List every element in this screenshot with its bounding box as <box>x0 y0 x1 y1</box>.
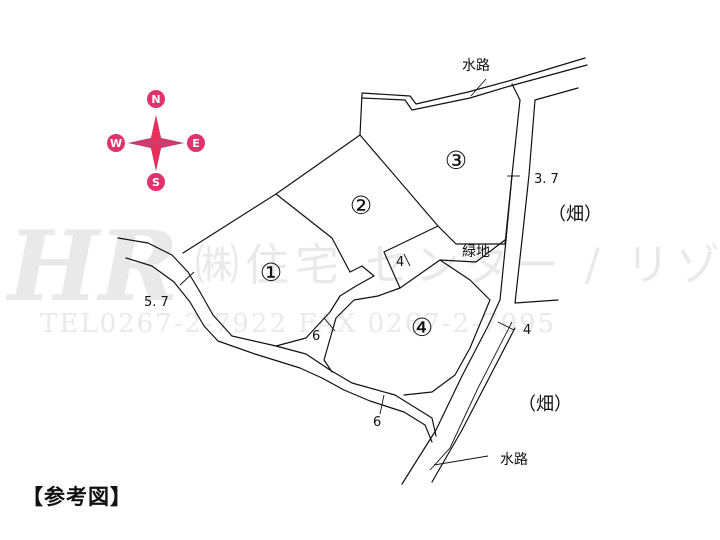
lot-2-number: ② <box>350 191 372 220</box>
compass-north-badge <box>147 90 165 108</box>
access-inner-width: 6 <box>312 329 320 344</box>
green-area-label: 緑地 <box>462 244 490 260</box>
road-west-south <box>117 237 437 443</box>
road-east <box>401 83 579 485</box>
road-east-width: 3. 7 <box>534 172 559 187</box>
lot-boundaries <box>182 93 513 396</box>
compass-rose: N E S W <box>107 90 205 191</box>
watermark: HR ㈱住宅 センター / リゾート TEL0267-2-7922 FAX 02… <box>5 210 720 339</box>
field-lower-label: （畑） <box>518 394 572 415</box>
waterway-top-label: 水路 <box>462 58 490 74</box>
road-west-width: 5. 7 <box>144 295 169 310</box>
watermark-phone: TEL0267-2-7922 FAX 0267-2-7095 <box>40 309 556 339</box>
road-south-width: 6 <box>373 415 381 430</box>
dimension-arrows <box>179 175 520 415</box>
lot-3-number: ③ <box>445 146 467 175</box>
access-lot3-width: 4 <box>396 255 404 270</box>
dim-arrow-lot3 <box>403 253 411 267</box>
lot-4-number: ④ <box>411 313 433 342</box>
compass-north: N <box>151 93 160 106</box>
dim-arrow-south <box>379 394 385 415</box>
compass-east-badge <box>187 134 205 152</box>
compass-east: E <box>192 137 200 150</box>
dim-arrow-west <box>179 271 195 286</box>
watermark-company: ㈱住宅 センター / リゾート <box>195 240 720 291</box>
compass-west: W <box>110 137 122 150</box>
waterway-bottom-label: 水路 <box>500 452 528 468</box>
lot-1-number: ① <box>260 258 282 287</box>
field-upper-label: （畑） <box>548 204 602 225</box>
waterway-top <box>361 57 588 111</box>
dim-arrow-inner <box>323 317 336 332</box>
watermark-brand: HR <box>5 210 178 323</box>
dim-arrow-lot4 <box>497 321 515 331</box>
compass-west-badge <box>107 134 125 152</box>
compass-south-badge <box>147 173 165 191</box>
compass-south: S <box>152 176 160 189</box>
access-lot4-width: 4 <box>523 323 531 338</box>
reference-map-caption: 【参考図】 <box>22 485 132 509</box>
